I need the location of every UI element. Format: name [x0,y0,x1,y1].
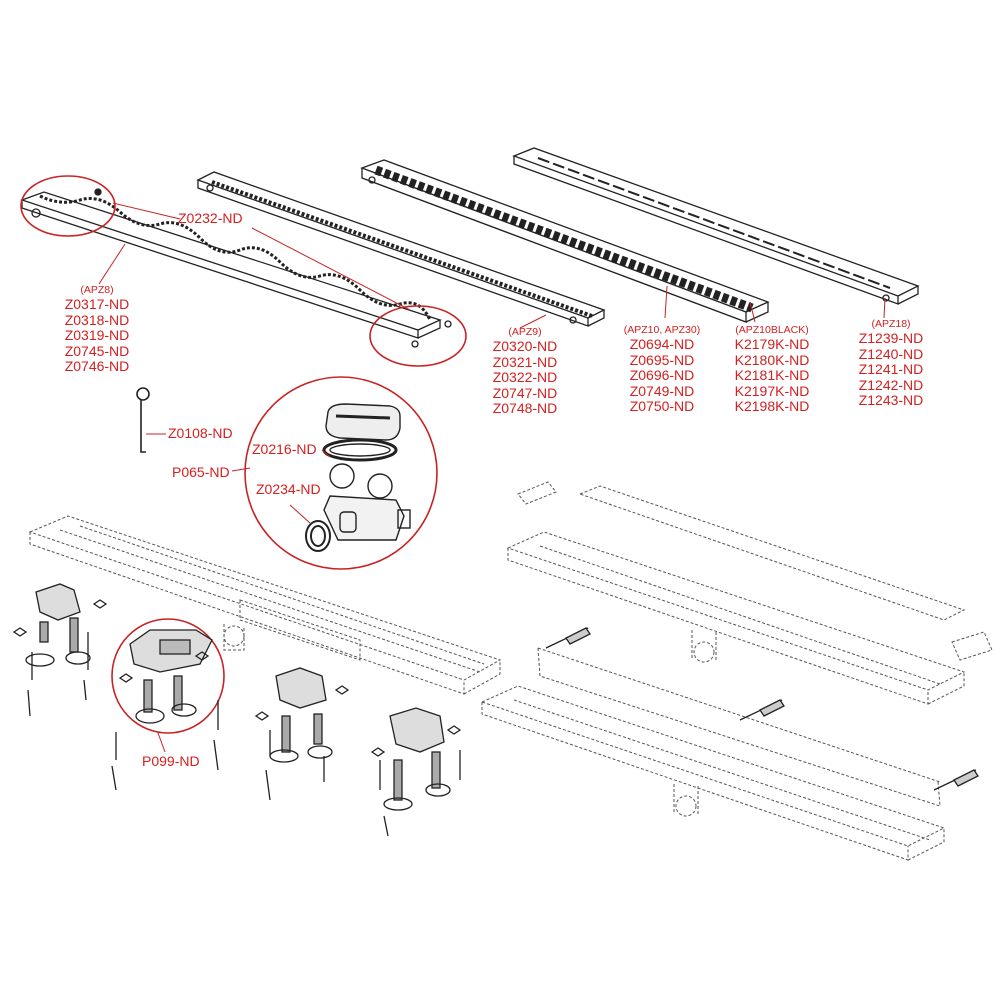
label-code: Z0317-ND [64,296,130,312]
label-code: K2197K-ND [734,382,810,399]
label-code: Z0319-ND [64,327,130,343]
siphon-highlight-circle [244,376,438,570]
label-group-apz18: (APZ18) Z1239-ND Z1240-ND Z1241-ND Z1242… [848,318,934,409]
label-code: Z0745-ND [64,342,130,359]
label-p099: P099-ND [142,753,200,769]
leader-line [231,467,251,472]
grate-apz8 [20,188,452,348]
label-code: K2179K-ND [734,336,810,352]
label-code: Z0321-ND [492,353,558,370]
label-code: Z0318-ND [64,311,130,328]
label-code: Z0322-ND [492,369,558,385]
label-code: Z1239-ND [858,330,924,346]
leader-line [112,202,181,220]
support-feet-right [370,707,462,837]
label-code: Z0750-ND [629,398,695,414]
label-z0232: Z0232-ND [178,210,243,226]
channel-left [28,515,502,695]
label-code: Z0695-ND [629,351,695,368]
grate-apz10 [360,159,770,323]
label-z0108: Z0108-ND [168,425,233,441]
label-code: K2180K-ND [734,351,810,368]
label-group-apz10: (APZ10, APZ30) Z0694-ND Z0695-ND Z0696-N… [614,324,710,415]
leader-line [157,732,166,753]
label-apz9-title: (APZ9) [508,326,542,338]
label-code: Z1240-ND [858,345,924,362]
label-code: K2181K-ND [734,367,810,383]
clip-part [136,387,150,453]
grate-apz18 [512,147,920,305]
screws [111,700,219,791]
label-group-apz10black: (APZ10BLACK) K2179K-ND K2180K-ND K2181K-… [724,324,820,415]
label-code: Z0746-ND [64,358,130,374]
label-code: Z0696-ND [629,367,695,383]
leader-line [883,297,886,319]
anchor-screws [545,627,979,791]
leader-line [98,243,126,285]
label-z0216: Z0216-ND [252,441,317,457]
grate-apz9 [196,171,606,327]
label-code: Z0747-ND [492,384,558,401]
label-apz18-title: (APZ18) [871,318,911,330]
highlight-circle [20,175,116,237]
label-group-apz9: (APZ9) Z0320-ND Z0321-ND Z0322-ND Z0747-… [484,326,566,417]
label-code: Z0748-ND [492,400,558,416]
leader-line [289,504,311,524]
label-apz10black-title: (APZ10BLACK) [735,324,809,336]
label-group-apz8: (APZ8) Z0317-ND Z0318-ND Z0319-ND Z0745-… [56,284,138,375]
leader-line [664,285,668,319]
label-code: Z0749-ND [629,382,695,399]
leader-line [519,314,547,329]
label-z0234: Z0234-ND [256,481,321,497]
siphon-parts [305,403,411,552]
label-code: Z1241-ND [858,361,924,377]
support-feet-middle [254,667,350,801]
label-p065: P065-ND [172,464,230,480]
highlight-circle [369,305,467,367]
channel-right-upper [506,481,993,705]
support-p099 [118,629,213,724]
label-code: Z1243-ND [858,392,924,408]
label-code: Z0694-ND [629,336,695,352]
label-apz8-title: (APZ8) [80,284,114,296]
channel-right-lower [480,647,946,861]
label-code: K2198K-ND [734,398,810,414]
support-feet-left [12,583,108,717]
leader-line [749,301,756,323]
support-highlight-circle [111,618,225,734]
leader-line [251,227,411,311]
label-code: Z1242-ND [858,376,924,393]
label-code: Z0320-ND [492,338,558,354]
leader-line [321,449,331,458]
label-apz10-title: (APZ10, APZ30) [623,324,701,336]
